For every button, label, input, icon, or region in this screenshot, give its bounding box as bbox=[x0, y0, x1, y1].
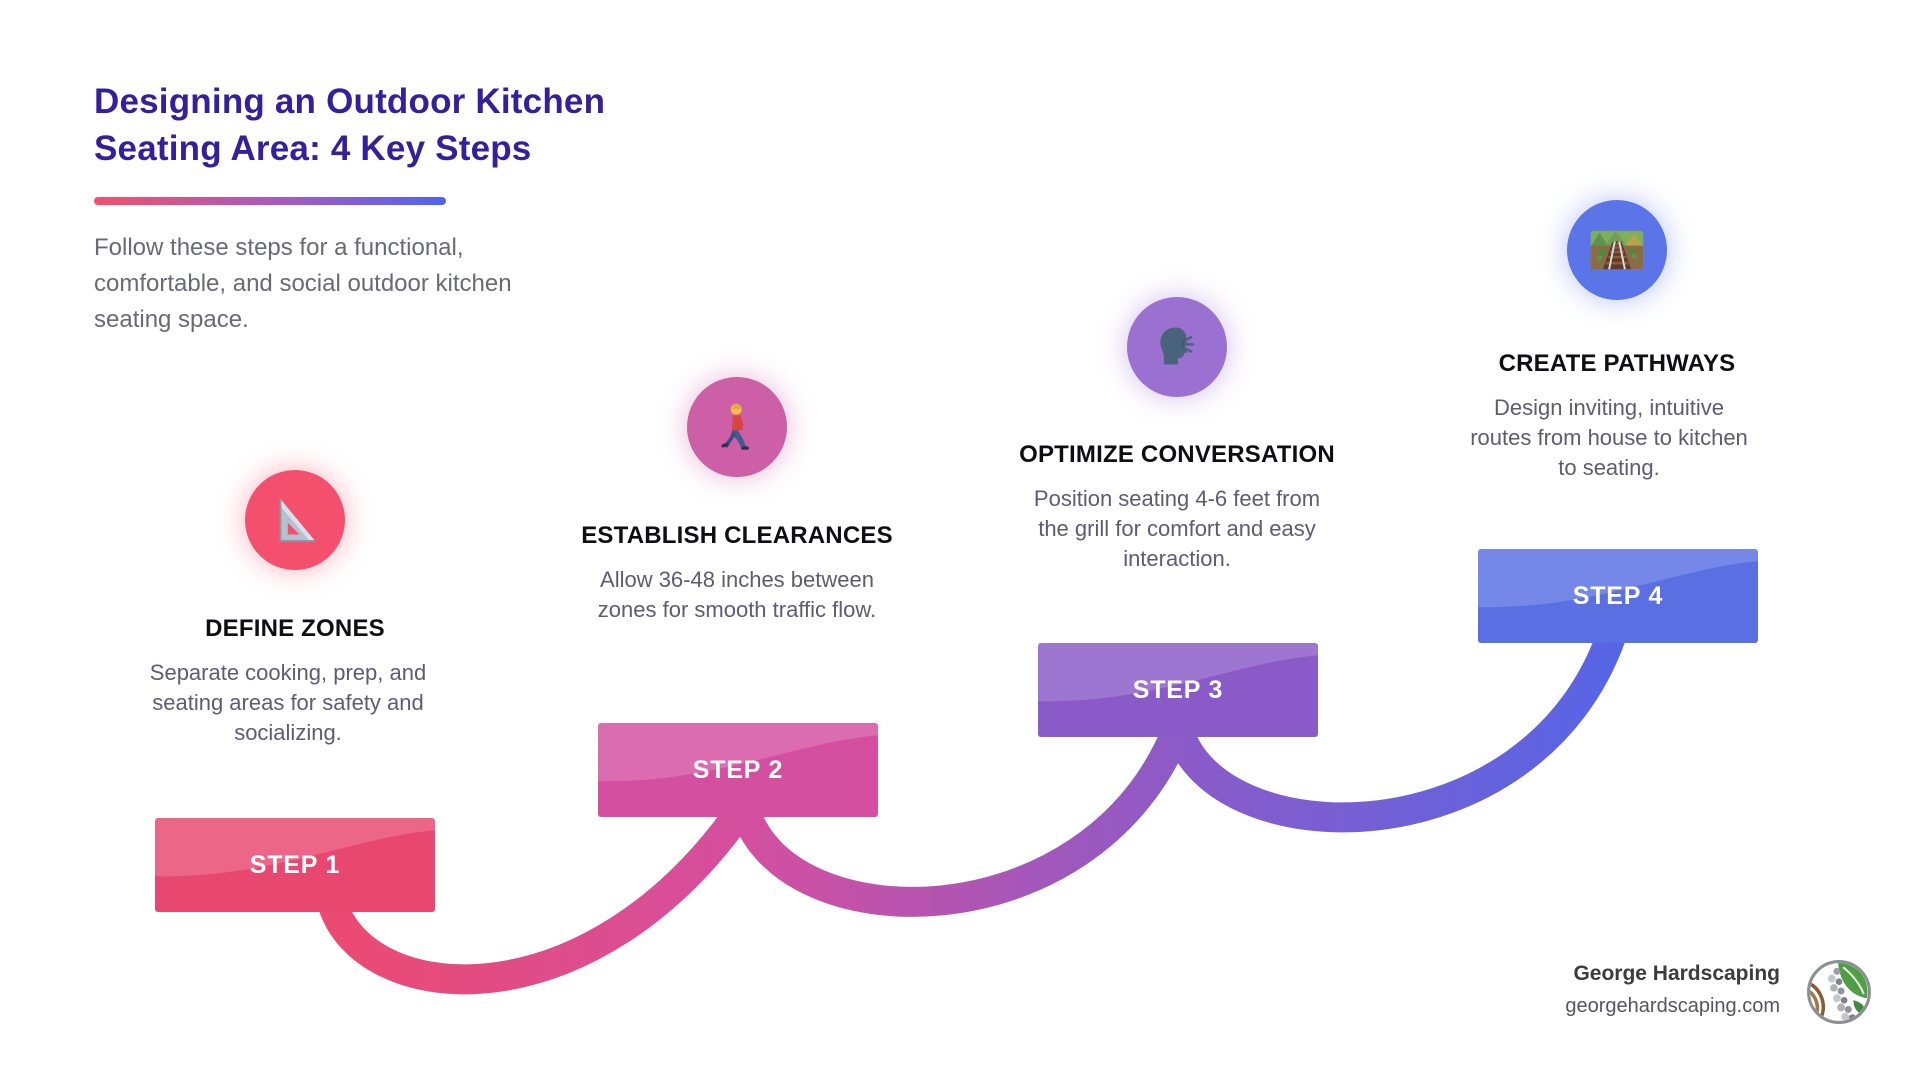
step-2-label: STEP 2 bbox=[692, 755, 784, 784]
step-4-icon-circle bbox=[1567, 200, 1667, 300]
step-2-description: Allow 36-48 inches between zones for smo… bbox=[597, 567, 877, 622]
page-title-line2: Seating Area: 4 Key Steps bbox=[94, 129, 532, 168]
page-subtitle: Follow these steps for a functional, com… bbox=[94, 234, 512, 333]
pedestrian-walking-icon bbox=[721, 403, 749, 450]
brand-website: georgehardscaping.com bbox=[1565, 995, 1780, 1017]
banner-gloss bbox=[1478, 549, 1758, 608]
page-title: Designing an Outdoor Kitchen Seating Are… bbox=[94, 78, 794, 172]
railway-track-icon bbox=[1590, 230, 1644, 270]
hardscaping-leaf-stone-logo-icon bbox=[1807, 960, 1871, 1024]
step-1-description: Separate cooking, prep, and seating area… bbox=[149, 660, 427, 745]
step-2-title: ESTABLISH CLEARANCES bbox=[581, 522, 893, 549]
step-4-title: CREATE PATHWAYS bbox=[1498, 350, 1736, 377]
step-3-label: STEP 3 bbox=[1132, 675, 1224, 704]
banner-gloss bbox=[598, 723, 878, 782]
set-square-ruler-icon bbox=[279, 499, 315, 542]
banner-gloss bbox=[155, 818, 435, 877]
page-title-line1: Designing an Outdoor Kitchen bbox=[94, 82, 606, 121]
step-3-banner: STEP 3 bbox=[1038, 643, 1318, 737]
banner-gloss bbox=[1038, 643, 1318, 702]
speaking-head-icon bbox=[1160, 327, 1195, 365]
brand-name: George Hardscaping bbox=[1573, 962, 1780, 985]
footer-brand-block: George Hardscaping georgehardscaping.com bbox=[1565, 962, 1780, 1018]
step-4-label: STEP 4 bbox=[1572, 581, 1664, 610]
step-2-banner: STEP 2 bbox=[598, 723, 878, 817]
step-3-icon-circle bbox=[1127, 297, 1227, 397]
step-3-description: Position seating 4-6 feet from the grill… bbox=[1033, 486, 1321, 571]
step-3-title: OPTIMIZE CONVERSATION bbox=[1019, 441, 1335, 468]
step-4-banner: STEP 4 bbox=[1478, 549, 1758, 643]
title-gradient-underline bbox=[94, 197, 446, 205]
step-1-banner: STEP 1 bbox=[155, 818, 435, 912]
step-2-icon-circle bbox=[687, 377, 787, 477]
step-1-title: DEFINE ZONES bbox=[205, 615, 385, 642]
step-1-icon-circle bbox=[245, 470, 345, 570]
step-4-description: Design inviting, intuitive routes from h… bbox=[1470, 395, 1748, 480]
step-1-label: STEP 1 bbox=[249, 850, 341, 879]
